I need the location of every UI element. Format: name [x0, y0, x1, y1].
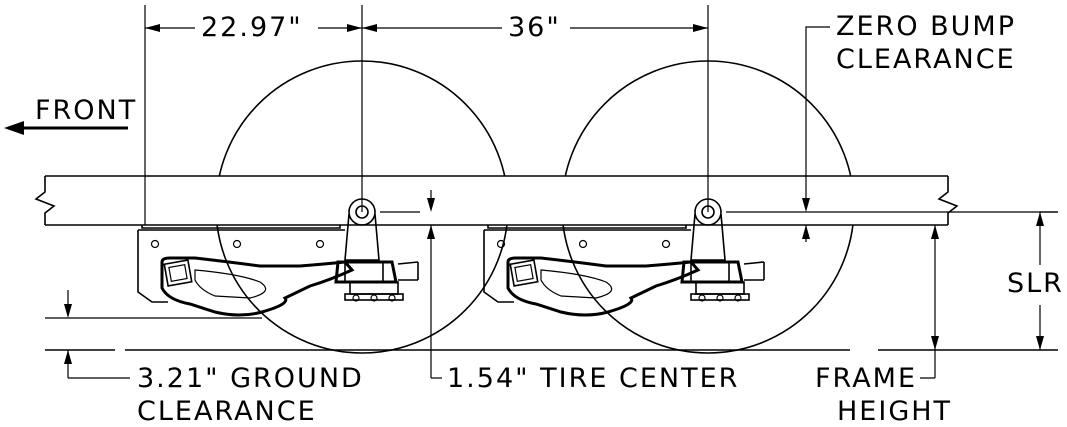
front-shackle: [334, 198, 419, 302]
rear-shackle: [680, 198, 765, 302]
dimension-front-spacing-line: [145, 24, 362, 32]
zero-bump-leader: [802, 26, 830, 242]
frame-height-label-line2: HEIGHT: [834, 398, 956, 426]
frame-rail: [34, 175, 959, 226]
zero-bump-label-line2: CLEARANCE: [833, 46, 1019, 74]
rear-trailing-arm: [506, 256, 701, 317]
dimension-extension-lines: [144, 5, 709, 225]
tire-center-label: 1.54" TIRE CENTER: [444, 365, 743, 393]
front-label: FRONT: [35, 95, 138, 126]
rear-hanger: [483, 225, 691, 303]
frame-height-dimension-line: [916, 225, 939, 379]
tire-center-dimension-line: [427, 190, 442, 379]
front-arrow: [4, 121, 128, 135]
frame-height-label-line1: FRAME: [812, 365, 921, 393]
front-trailing-arm: [160, 256, 355, 317]
ground-clearance-dimension-line: [45, 290, 262, 379]
slr-dimension-line: [1036, 212, 1044, 350]
zero-bump-label-line1: ZERO BUMP: [833, 13, 1020, 41]
front-hanger: [137, 225, 345, 303]
ground-clearance-label-line1: 3.21" GROUND: [134, 365, 367, 393]
dimension-axle-spacing-line: [362, 24, 708, 32]
ground-clearance-label-line2: CLEARANCE: [134, 398, 320, 426]
dimension-front-spacing: 22.97": [198, 14, 306, 42]
slr-label: SLR: [1004, 270, 1067, 298]
dimension-axle-spacing: 36": [505, 14, 564, 42]
